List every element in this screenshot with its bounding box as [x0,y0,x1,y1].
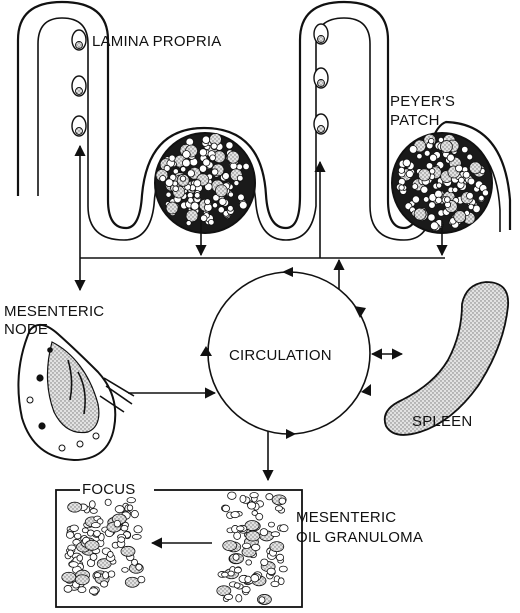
peyers-patch-follicle-left [154,132,256,234]
spleen-label: SPLEEN [412,413,472,430]
mesenteric-node [17,323,135,462]
focus-granuloma-box [55,480,303,608]
oil-granuloma-label-line2: OIL GRANULOMA [296,529,423,546]
granuloma-cell-cluster [216,491,289,605]
focus-cell-cluster [61,497,146,596]
spleen [383,281,509,436]
mesenteric-node-label-line2: NODE [4,321,48,338]
focus-label: FOCUS [82,481,136,498]
peyers-patch-follicle-right [391,132,493,234]
oil-granuloma-label-line1: MESENTERIC [296,509,396,526]
circulation-label: CIRCULATION [229,347,332,364]
flow-arrows [74,144,448,549]
peyers-patch-label-line2: PATCH [390,112,440,129]
mesenteric-node-label-line1: MESENTERIC [4,303,104,320]
peyers-patch-label-line1: PEYER'S [390,93,455,110]
villus-lymphocytes [71,23,329,137]
circulation-loop [200,267,371,439]
lamina-propria-label: LAMINA PROPRIA [92,33,222,50]
